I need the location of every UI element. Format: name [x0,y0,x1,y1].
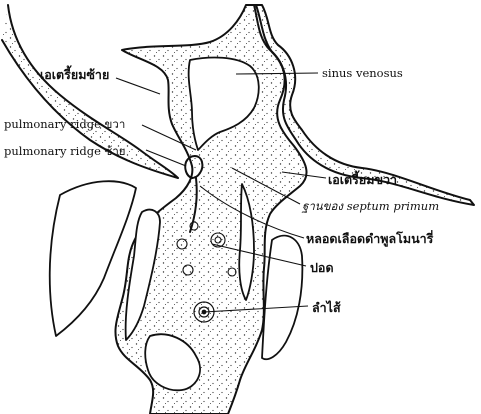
label-left-atrium: เอเตรี้ยมซ้าย [40,65,109,82]
label-pulmonary-ridge-left: pulmonary ridge ซ้าย [4,144,126,158]
label-septum-primum-base: ฐานของ septum primum [301,199,439,213]
label-pulmonary-vein: หลอดเลือดดำพูลโมนารี่ [306,230,434,247]
label-right-atrium: เอเตรี้ยมขวา [328,170,397,187]
right-lower-cavity [262,236,302,360]
label-sinus-venosus: sinus venosus [322,66,403,80]
label-lung: ปอด [310,260,334,275]
leader-left-atrium [116,78,160,94]
label-pulmonary-ridge-right: pulmonary ridge ขวา [4,117,125,131]
label-gut: ลำไส้ [312,300,341,315]
